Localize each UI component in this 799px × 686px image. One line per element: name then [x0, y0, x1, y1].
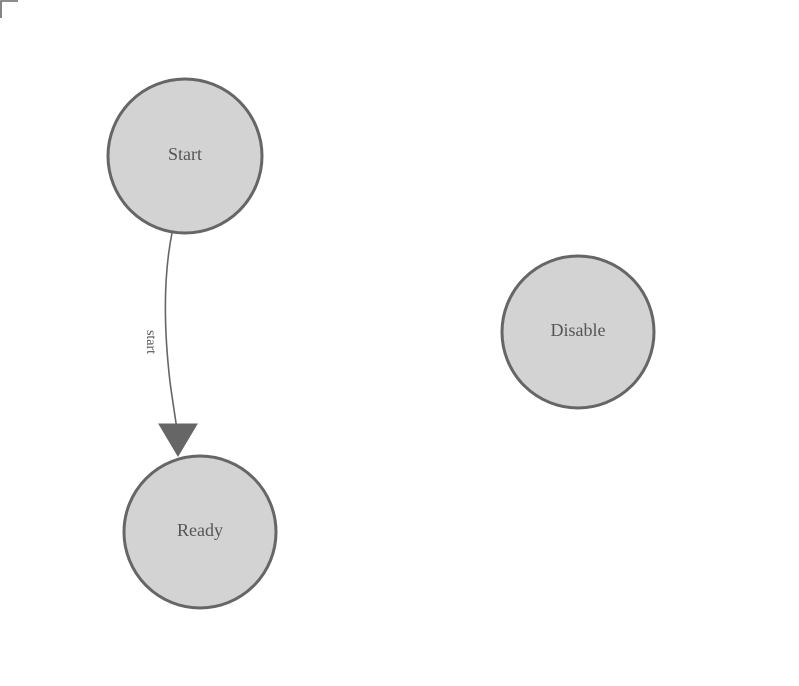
- node-ready[interactable]: Ready: [122, 454, 278, 610]
- top-left-corner-mark: [0, 0, 18, 18]
- node-ready-shape: [122, 454, 278, 610]
- edge-arrowhead-icon: [158, 423, 198, 457]
- node-disable-label: Disable: [551, 320, 606, 340]
- node-disable-shape: [500, 254, 656, 410]
- edge-label: start: [143, 330, 158, 354]
- node-start-label: Start: [168, 144, 202, 164]
- node-disable[interactable]: Disable: [500, 254, 656, 410]
- edge-start-to-ready[interactable]: start: [143, 232, 198, 457]
- node-ready-label: Ready: [177, 520, 223, 540]
- node-start-shape: [106, 77, 264, 235]
- edge-path: [164, 232, 179, 438]
- node-start[interactable]: Start: [106, 77, 264, 235]
